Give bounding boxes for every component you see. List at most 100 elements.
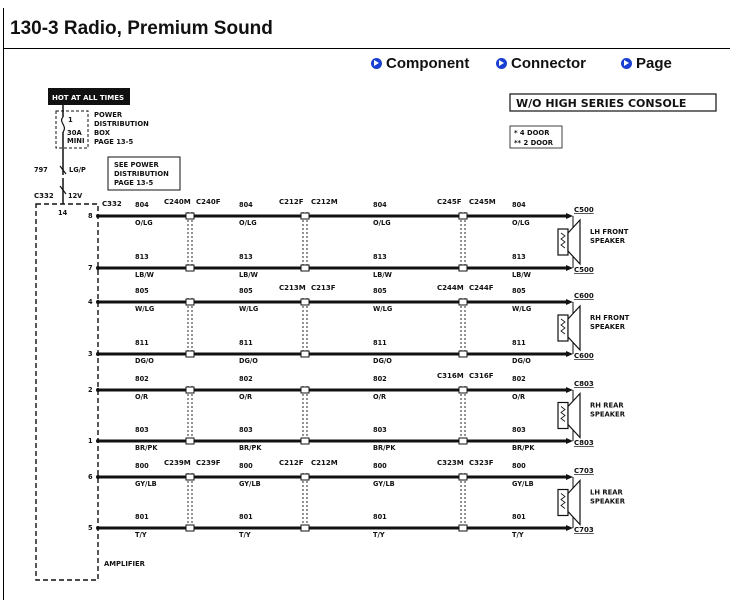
connector-label: C239M — [164, 459, 191, 467]
amp-pin-number: 5 — [88, 524, 93, 532]
fuse-number: 1 — [68, 116, 73, 124]
connector-pin-icon — [458, 350, 468, 358]
wire-color: GY/LB — [512, 480, 534, 488]
arrow-icon — [566, 213, 573, 219]
wire-color: W/LG — [135, 305, 154, 313]
speaker-coil-icon — [560, 493, 566, 509]
connector-label: C212F — [279, 459, 304, 467]
speaker-icon — [557, 228, 569, 256]
circuit-number: 803 — [512, 426, 526, 434]
fuse-rating: 30A — [67, 129, 82, 137]
see-power-line2: DISTRIBUTION — [114, 170, 169, 178]
speaker-connector-top: C803 — [574, 380, 594, 388]
connector-pin-icon — [185, 350, 195, 358]
page-title: 130-3 Radio, Premium Sound — [10, 18, 273, 39]
hot-at-all-times-label: HOT AT ALL TIMES — [52, 94, 124, 102]
amp-connector-label: C332 — [34, 192, 54, 200]
speaker-name: RH REAR — [590, 402, 624, 410]
connector-label: C213M — [279, 284, 306, 292]
component-link[interactable]: Component — [371, 55, 469, 72]
connector-pin-icon — [185, 524, 195, 532]
circuit-number: 805 — [135, 287, 149, 295]
wire-color: DG/O — [512, 357, 531, 365]
connector-pin-icon — [458, 386, 468, 394]
circuit-number: 805 — [373, 287, 387, 295]
amp-output-connector: C332 — [102, 200, 122, 208]
pin-dot — [96, 300, 100, 304]
wire-color: BR/PK — [239, 444, 262, 452]
connector-pin-icon — [300, 473, 310, 481]
connector-link-label: Connector — [511, 55, 586, 72]
connector-pin-icon — [458, 524, 468, 532]
connector-label: C316M — [437, 372, 464, 380]
amplifier-label: AMPLIFIER — [104, 560, 146, 568]
pin-dot — [96, 352, 100, 356]
circuit-number: 802 — [373, 375, 387, 383]
connector-pin-icon — [185, 437, 195, 445]
circuit-number: 800 — [512, 462, 526, 470]
speaker-cone-icon — [567, 391, 581, 440]
arrow-icon — [566, 351, 573, 357]
speaker-name-suffix: SPEAKER — [590, 323, 626, 331]
amp-pin-number: 4 — [88, 298, 93, 306]
wire-color: O/R — [512, 393, 525, 401]
speaker-cone-icon — [567, 304, 581, 352]
connector-pin-icon — [300, 386, 310, 394]
circuit-number: 801 — [239, 513, 253, 521]
wire-color: O/R — [239, 393, 252, 401]
pin-dot — [96, 388, 100, 392]
power-box-page: PAGE 13-5 — [94, 138, 133, 146]
arrow-icon — [566, 438, 573, 444]
circuit-number: 803 — [135, 426, 149, 434]
connector-pin-icon — [458, 212, 468, 220]
wire-color: DG/O — [373, 357, 392, 365]
speaker-icon — [557, 488, 569, 517]
connector-label: C213F — [311, 284, 336, 292]
wire-color: W/LG — [512, 305, 531, 313]
wire-color: BR/PK — [373, 444, 396, 452]
wire-color: DG/O — [135, 357, 154, 365]
wire-color: O/LG — [512, 219, 530, 227]
circuit-number: 804 — [373, 201, 387, 209]
pin-dot — [96, 526, 100, 530]
feed-circuit-number: 797 — [34, 166, 48, 174]
circuit-number: 800 — [373, 462, 387, 470]
connector-label: C240F — [196, 198, 221, 206]
wire-break-mark — [59, 185, 67, 195]
connector-pin-icon — [300, 350, 310, 358]
arrow-icon — [566, 265, 573, 271]
fuse-icon — [60, 116, 66, 133]
circuit-number: 811 — [239, 339, 253, 347]
connector-link[interactable]: Connector — [496, 55, 586, 72]
circuit-number: 804 — [512, 201, 526, 209]
wire-color: W/LG — [373, 305, 392, 313]
circuit-number: 803 — [239, 426, 253, 434]
arrow-icon — [566, 387, 573, 393]
connector-label: C245M — [469, 198, 496, 206]
connector-label: C212M — [311, 459, 338, 467]
arrow-icon — [566, 525, 573, 531]
connector-pin-icon — [458, 298, 468, 306]
option-label: W/O HIGH SERIES CONSOLE — [516, 97, 686, 110]
see-power-box — [107, 156, 181, 191]
page-link[interactable]: Page — [621, 55, 672, 72]
speaker-connector-bottom: C703 — [574, 526, 594, 534]
amp-pin-number: 6 — [88, 473, 93, 481]
circuit-number: 813 — [239, 253, 253, 261]
wire-color: O/LG — [373, 219, 391, 227]
power-box-line1: POWER — [94, 111, 123, 119]
wire-color: O/R — [373, 393, 386, 401]
connector-label: C212F — [279, 198, 304, 206]
speaker-name-suffix: SPEAKER — [590, 411, 626, 419]
wire-color: O/R — [135, 393, 148, 401]
wire-color: GY/LB — [373, 480, 395, 488]
speaker-coil-icon — [560, 232, 566, 249]
connector-pin-icon — [300, 524, 310, 532]
speaker-connector-top: C500 — [574, 206, 594, 214]
connector-pin-icon — [300, 298, 310, 306]
connector-label: C240M — [164, 198, 191, 206]
component-link-label: Component — [386, 55, 470, 72]
arrow-icon — [566, 474, 573, 480]
